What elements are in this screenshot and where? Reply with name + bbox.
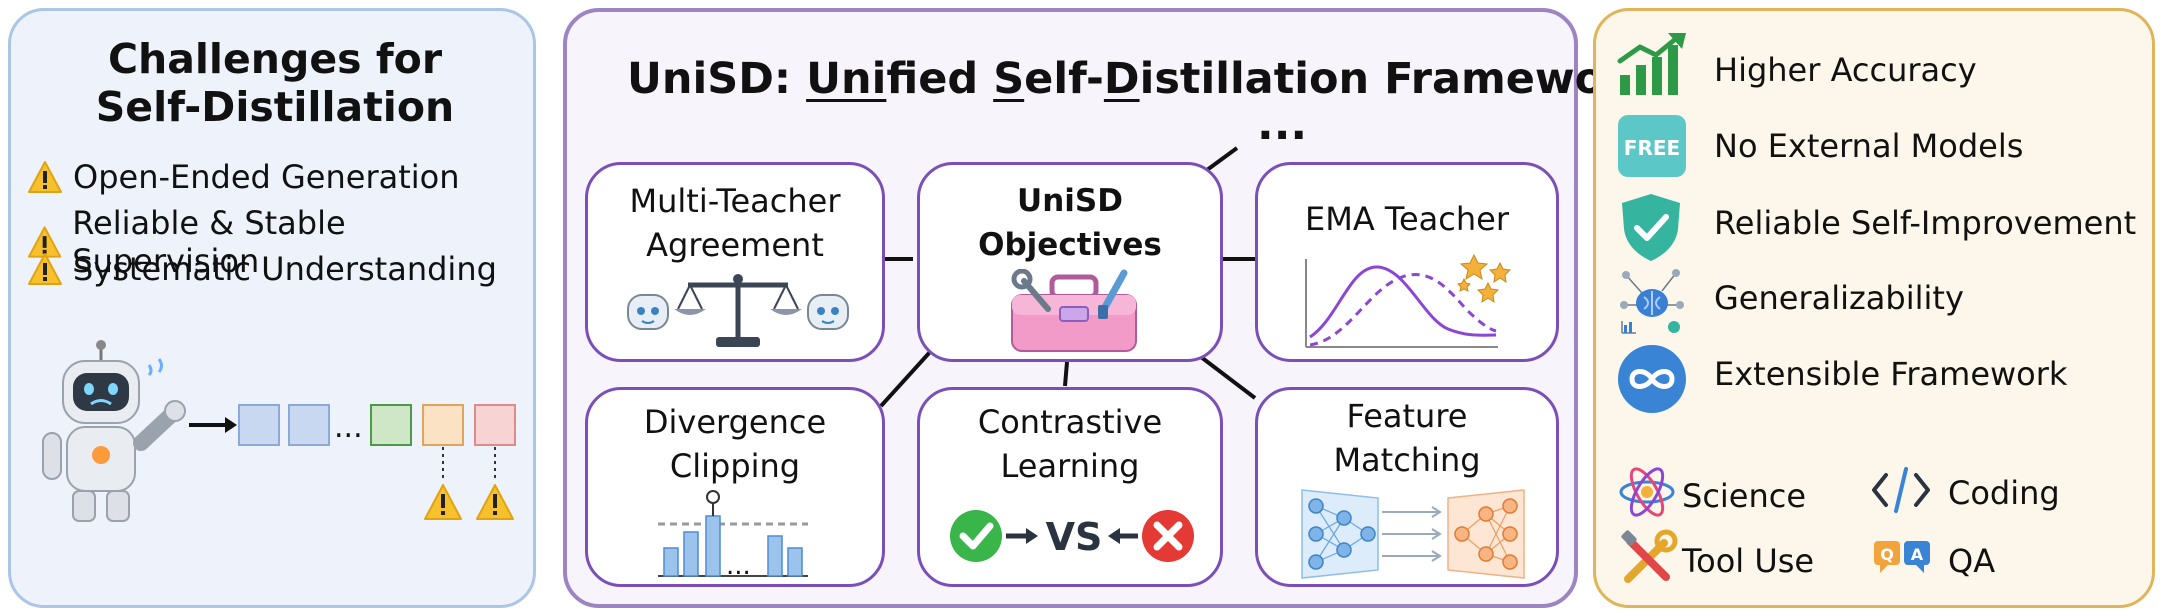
module-multi-teacher-agreement: Multi-Teacher Agreement <box>585 162 885 362</box>
balance-scale-robots-icon <box>627 274 849 347</box>
benefits-panel: Higher Accuracy FREE No External Models … <box>1593 8 2155 608</box>
domain-label: QA <box>1948 542 1996 580</box>
warning-icon <box>28 253 62 285</box>
domain-label: Science <box>1682 477 1807 515</box>
challenge-item: Open-Ended Generation <box>27 158 460 196</box>
unisd-framework-panel: UniSD: Unified Self-Distillation Framewo… <box>563 8 1654 608</box>
challenge-item: Reliable & Stable Supervision <box>27 204 533 280</box>
token-ellipsis: ... <box>334 410 363 445</box>
challenge-label: Reliable & Stable Supervision <box>72 204 346 280</box>
title-part: istillation Framework <box>1139 54 1655 104</box>
title-part-underlined: Uni <box>806 54 887 104</box>
warning-icon <box>28 161 62 193</box>
feature-matching-networks-icon <box>1301 489 1525 579</box>
module-title: Clipping <box>669 447 801 485</box>
benefit-label: Reliable Self-Improvement <box>1714 204 2137 242</box>
tools-icon <box>1621 529 1678 583</box>
domain-label: Coding <box>1948 474 2060 512</box>
module-contrastive-learning: Contrastive Learning VS <box>917 387 1223 587</box>
benefit-label: No External Models <box>1714 127 2024 165</box>
warning-icon <box>424 484 462 520</box>
shield-check-icon <box>1622 194 1680 261</box>
hub-unisd-objectives: UniSD Objectives <box>917 162 1223 362</box>
growth-chart-icon <box>1617 33 1686 95</box>
token-box <box>288 404 330 446</box>
free-badge-icon: FREE <box>1618 115 1686 177</box>
domain-label: Tool Use <box>1682 542 1815 580</box>
title-part-underlined: D <box>1103 54 1140 104</box>
qa-badge-letter: A <box>1911 545 1924 564</box>
atom-icon <box>1619 467 1675 517</box>
toolbox-icon <box>1011 269 1137 352</box>
challenges-panel: Challenges for Self-Distillation Open-En… <box>8 8 536 608</box>
module-title: Matching <box>1333 441 1481 479</box>
token-box <box>422 404 464 446</box>
token-box <box>474 404 516 446</box>
connector-lines <box>879 146 1257 408</box>
brain-network-icon <box>1620 269 1684 334</box>
module-feature-matching: Feature Matching <box>1255 387 1559 587</box>
module-title: EMA Teacher <box>1304 200 1509 238</box>
hub-title: Objectives <box>978 227 1162 263</box>
title-part: elf- <box>1024 54 1104 104</box>
module-title: Multi-Teacher <box>629 182 841 220</box>
worried-robot-icon <box>42 340 186 522</box>
title-part: fied <box>886 54 994 104</box>
benefit-label: Generalizability <box>1714 279 1964 317</box>
module-title: Agreement <box>646 226 824 264</box>
bar-ellipsis: ... <box>726 551 751 580</box>
challenge-item: Systematic Understanding <box>27 250 497 288</box>
robot-token-illustration: ... <box>42 340 516 522</box>
module-divergence-clipping: Divergence Clipping ... <box>585 387 885 587</box>
module-title: Divergence <box>643 403 827 441</box>
warning-icon <box>476 484 514 520</box>
vs-label: VS <box>1046 515 1103 559</box>
title-part-underlined: S <box>993 54 1025 104</box>
clipped-bars-icon: ... <box>658 490 808 580</box>
challenge-label: Open-Ended Generation <box>73 158 460 196</box>
contrastive-vs-icon: VS <box>950 510 1194 562</box>
module-ema-teacher: EMA Teacher <box>1255 162 1559 362</box>
benefit-label: Higher Accuracy <box>1714 51 1977 89</box>
module-title: Learning <box>1000 447 1140 485</box>
challenges-title-line2: Self-Distillation <box>95 83 455 131</box>
challenge-label: Systematic Understanding <box>73 250 497 288</box>
module-title: Feature <box>1346 397 1468 435</box>
arrowhead <box>225 417 237 433</box>
free-badge-text: FREE <box>1624 136 1680 160</box>
infinity-icon <box>1618 345 1686 413</box>
qa-icon: Q A <box>1874 541 1930 573</box>
ema-curve-chart-icon <box>1305 253 1512 348</box>
code-icon <box>1872 467 1930 513</box>
check-circle-icon <box>950 510 1002 562</box>
hub-title: UniSD <box>1017 183 1123 219</box>
challenges-title-line1: Challenges for <box>107 35 443 83</box>
more-modules-ellipsis: ... <box>1257 99 1308 150</box>
benefit-label: Extensible Framework <box>1714 355 2068 393</box>
cross-circle-icon <box>1142 510 1194 562</box>
token-box <box>370 404 412 446</box>
title-part: UniSD: <box>627 54 807 104</box>
token-box <box>238 404 280 446</box>
module-title: Contrastive <box>977 403 1163 441</box>
qa-badge-letter: Q <box>1880 545 1894 564</box>
framework-title: UniSD: Unified Self-Distillation Framewo… <box>627 54 1654 104</box>
